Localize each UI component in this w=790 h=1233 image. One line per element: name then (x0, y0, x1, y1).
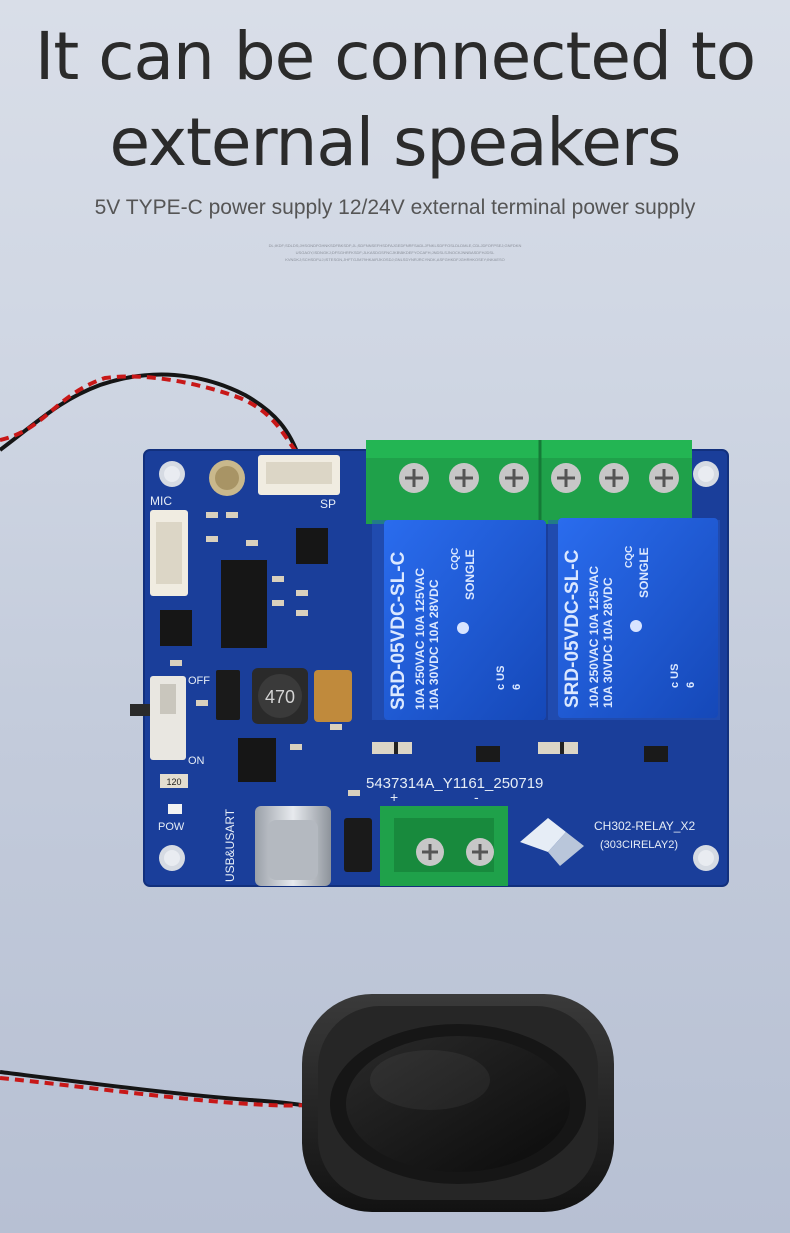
off-label: OFF (188, 675, 210, 687)
relay-2-ul: c US (669, 664, 681, 688)
plus-label: + (390, 789, 398, 805)
relay-1-ul: c US (495, 666, 507, 690)
relay-2-pins: 6 (685, 682, 697, 688)
fuse (160, 774, 188, 788)
speaker-wire-bottom (0, 1070, 317, 1110)
headline-line-2: external speakers (109, 104, 682, 181)
relay-board: SP MIC OFF ON (130, 440, 729, 887)
regulator-ic (160, 610, 192, 646)
relay-2-rating-1: 10A 250VAC 10A 125VAC (587, 566, 601, 708)
pow-label: POW (158, 821, 185, 833)
fuse-label: 120 (166, 777, 181, 787)
minus-label: - (474, 789, 479, 805)
relay-2-model: SRD-05VDC-SL-C (562, 549, 583, 708)
relay-2-cert: CQC (624, 546, 635, 568)
relay-1-cert: CQC (450, 548, 461, 570)
model-label: CH302-RELAY_X2 (594, 819, 695, 833)
speaker-wire-top (0, 372, 307, 464)
brand-logo (520, 818, 584, 866)
capacitor (216, 670, 240, 720)
mic-connector (150, 510, 188, 596)
mounting-holes (159, 461, 719, 871)
relay-2-rating-2: 10A 30VDC 10A 28VDC (601, 577, 615, 708)
sp-label: SP (320, 497, 336, 511)
headline-line-1: It can be connected to (34, 18, 756, 95)
fine-print-line-2: USGAOY,ISDNGKJ;DFSGHRFKSDF;JLKASDGSFNCJK… (295, 250, 495, 255)
relay-2: SRD-05VDC-SL-C 10A 250VAC 10A 125VAC 10A… (548, 518, 720, 720)
fine-print-line-3: KVNDKJ;SCHSDFUJ;ISTESGN,JHFTGJM79HKAIRJK… (285, 257, 505, 262)
protection-diode (344, 818, 372, 872)
mic-label: MIC (150, 494, 172, 508)
relay-1: SRD-05VDC-SL-C 10A 250VAC 10A 125VAC 10A… (372, 520, 546, 720)
power-terminal-block (380, 806, 508, 886)
speaker-connector (258, 455, 340, 495)
relay-1-model: SRD-05VDC-SL-C (388, 551, 409, 710)
inductor-label: 470 (265, 687, 295, 707)
relay-drivers (372, 742, 668, 762)
inductor: 470 (252, 668, 308, 724)
fine-print-line-1: DL;IKDF;SDLDS;JHSGNDFGHNKSDFBKSDF;JL;SDF… (268, 243, 522, 248)
on-label: ON (188, 755, 205, 767)
relay-1-brand: SONGLE (463, 549, 477, 600)
audio-ic (221, 560, 267, 648)
usb-label: USB&USART (223, 808, 237, 882)
model-sub-label: (303CIRELAY2) (600, 839, 678, 851)
relay-1-rating-2: 10A 30VDC 10A 28VDC (427, 579, 441, 710)
power-ic (238, 738, 276, 782)
speaker (302, 994, 614, 1212)
usb-c-port[interactable] (255, 806, 331, 886)
serial-label: 5437314A_Y1161_250719 (366, 775, 543, 792)
power-switch[interactable] (130, 676, 186, 760)
small-ic (296, 528, 328, 564)
tantalum-capacitor (314, 670, 352, 722)
relay-1-rating-1: 10A 250VAC 10A 125VAC (413, 568, 427, 710)
power-led (168, 804, 182, 814)
relay-1-pins: 6 (511, 684, 523, 690)
relay-2-brand: SONGLE (637, 547, 651, 598)
subtitle: 5V TYPE-C power supply 12/24V external t… (94, 196, 696, 219)
relay-terminal-blocks (366, 440, 692, 524)
